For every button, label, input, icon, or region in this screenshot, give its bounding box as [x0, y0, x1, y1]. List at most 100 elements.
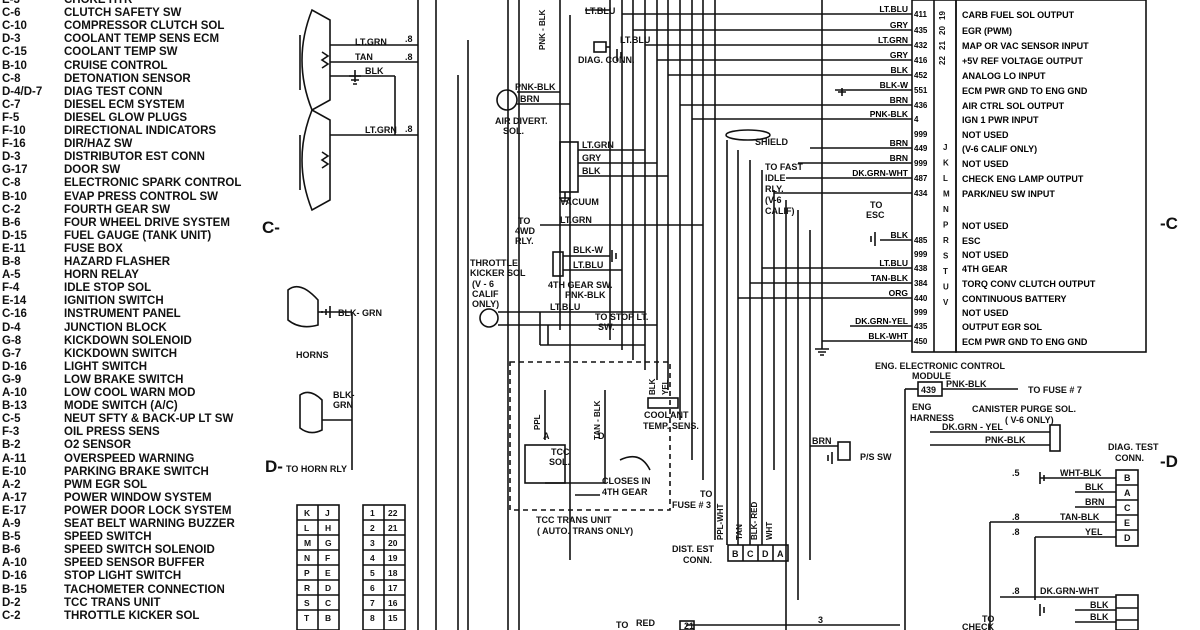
component-name: FUSE BOX — [64, 242, 123, 255]
wire-label: BLK — [365, 66, 384, 76]
component-grid-ref: D-15 — [2, 229, 27, 242]
component-label: HORNS — [296, 350, 329, 360]
component-grid-ref: D-2 — [2, 596, 21, 609]
component-name: O2 SENSOR — [64, 439, 132, 452]
ecm-pin-function: NOT USED — [962, 159, 1009, 169]
ground-icon — [559, 197, 571, 202]
zone-d-right: -D — [1160, 452, 1178, 471]
component-name: DIESEL GLOW PLUGS — [64, 111, 188, 124]
component-label: IDLE — [765, 173, 786, 183]
ecm-pin-function: (V-6 CALIF ONLY) — [962, 144, 1037, 154]
ground-icon — [1039, 604, 1045, 616]
component-name: CHOKE HTR — [64, 0, 133, 6]
component-name: FOUR WHEEL DRIVE SYSTEM — [64, 216, 230, 229]
component-label: ENG. ELECTRONIC CONTROL — [875, 361, 1006, 371]
ecm-circuit-number: 999 — [914, 159, 928, 168]
ground-icon — [1039, 472, 1045, 484]
wire-label: GRN — [333, 400, 353, 410]
component-name: TCC TRANS UNIT — [64, 596, 161, 609]
component-index-row: B-5 SPEED SWITCH — [2, 531, 272, 544]
ecm-pin-function: CONTINUOUS BATTERY — [962, 294, 1067, 304]
component-name: LOW COOL WARN MOD — [64, 387, 196, 399]
component-label: TO — [518, 216, 530, 226]
component-label: THROTTLE — [470, 258, 518, 268]
ecm-wire-color: BLK-WHT — [868, 331, 908, 341]
ground-icon — [611, 250, 617, 262]
component-name: EVAP PRESS CONTROL SW — [64, 190, 218, 203]
ecm-terminal-letter: L — [943, 174, 948, 183]
component-label: CLOSES IN — [602, 476, 651, 486]
wire-label: BLK — [648, 378, 657, 395]
ecm-terminal-letter: T — [943, 267, 948, 276]
wire-label: LT.GRN — [560, 215, 592, 225]
component-name: LOW BRAKE SWITCH — [64, 373, 184, 386]
table-cell: 1 — [370, 508, 375, 518]
component-grid-ref: E-10 — [2, 465, 27, 478]
ecm-wire-color: BLK — [891, 65, 909, 75]
ecm-wire-color: BRN — [890, 95, 908, 105]
component-grid-ref: C-15 — [2, 46, 27, 59]
ecm-terminal-letter: V — [943, 298, 949, 307]
component-grid-ref: F-4 — [2, 282, 20, 295]
ground-icon — [321, 306, 331, 318]
ecm-terminal-number: 22 — [938, 56, 947, 65]
diag-pin-letter: B — [1124, 473, 1131, 483]
ecm-wire-color: LT.BLU — [879, 258, 908, 268]
wire-label: TAN — [355, 52, 373, 62]
component-grid-ref: B-5 — [2, 531, 21, 544]
ecm-pin-function: ANALOG LO INPUT — [962, 71, 1046, 81]
est-pin-letter: D — [762, 549, 769, 559]
wire-label: LT.BLU — [620, 35, 650, 45]
table-cell: 16 — [388, 598, 398, 608]
component-grid-ref: D-16 — [2, 360, 27, 373]
ecm-wire-color: DK.GRN-YEL — [855, 316, 908, 326]
table-cell: 2 — [370, 523, 375, 533]
wire-label: PPL — [533, 414, 542, 430]
component-name: POWER WINDOW SYSTEM — [64, 491, 212, 504]
ecm-pin-function: CARB FUEL SOL OUTPUT — [962, 10, 1075, 20]
ground-icon — [349, 70, 361, 85]
component-grid-ref: D-4 — [2, 321, 21, 334]
component-name: SEAT BELT WARNING BUZZER — [64, 518, 235, 530]
ecm-circuit-number: 416 — [914, 56, 928, 65]
table-cell: 22 — [388, 508, 398, 518]
ecm-pin-function: NOT USED — [962, 250, 1009, 260]
component-label: TO FAST — [765, 162, 803, 172]
wire-label: LT.BLU — [585, 6, 615, 16]
component-grid-ref: B-10 — [2, 59, 27, 72]
component-name: OIL PRESS SENS — [64, 426, 160, 439]
diag-pin-letter: C — [1124, 503, 1131, 513]
ecm-circuit-number: 432 — [914, 41, 928, 50]
wire-label: WHT-BLK — [1060, 468, 1102, 478]
wire-label: BRN — [812, 436, 832, 446]
component-grid-ref: G-9 — [2, 373, 22, 386]
component-name: SPEED SWITCH — [64, 531, 152, 544]
component-label: MODULE — [912, 371, 951, 381]
component-name: COMPRESSOR CLUTCH SOL — [64, 20, 225, 33]
component-grid-ref: B-15 — [2, 583, 27, 596]
component-grid-ref: C-8 — [2, 72, 21, 85]
component-label: ONLY) — [472, 299, 499, 309]
diag-pin-letter: D — [1124, 533, 1131, 543]
component-label: ESC — [866, 210, 885, 220]
circuit-number: 21 — [684, 621, 694, 630]
wire-label: RED — [636, 618, 656, 628]
component-label: ENG — [912, 402, 932, 412]
component-label: VACUUM — [560, 197, 599, 207]
